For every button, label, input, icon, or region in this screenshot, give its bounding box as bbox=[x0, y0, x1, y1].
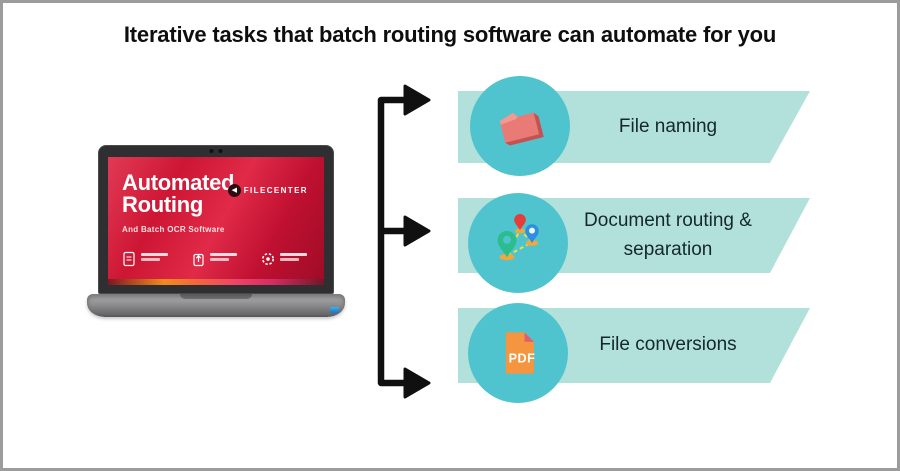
screen-feature-row bbox=[122, 251, 316, 267]
folder-icon bbox=[499, 112, 544, 146]
laptop-power-led bbox=[330, 307, 339, 313]
arrowhead-icon bbox=[403, 215, 431, 247]
arrowhead-icon bbox=[403, 367, 431, 399]
screen-heading-line1: Automated bbox=[122, 170, 235, 195]
webcam-icon bbox=[209, 149, 223, 153]
diagram-title: Iterative tasks that batch routing softw… bbox=[123, 22, 777, 47]
laptop-base bbox=[87, 294, 345, 317]
branch-arrows-connector bbox=[377, 84, 431, 399]
gear-icon bbox=[262, 253, 274, 265]
screen-heading-line2: Routing bbox=[122, 192, 203, 217]
filecenter-logo-text: FILECENTER bbox=[243, 186, 308, 195]
screen-feature bbox=[260, 251, 307, 267]
laptop: Automated Routing And Batch OCR Software… bbox=[87, 145, 345, 320]
feature-text-lines bbox=[280, 251, 307, 261]
screen-gradient-stripe bbox=[108, 279, 324, 285]
screen-feature bbox=[122, 251, 168, 267]
laptop-lid: Automated Routing And Batch OCR Software… bbox=[98, 145, 334, 294]
task-icon-circle bbox=[468, 193, 568, 293]
task-label: Document routing & separation bbox=[584, 210, 752, 260]
pdf-badge-text: PDF bbox=[509, 351, 536, 365]
feature-text-lines bbox=[210, 251, 237, 261]
file-upload-icon bbox=[193, 253, 204, 267]
task-label: File naming bbox=[618, 115, 718, 137]
feature-text-lines bbox=[141, 251, 168, 261]
pdf-file-icon: PDF bbox=[505, 332, 536, 374]
task-icon-circle bbox=[470, 76, 570, 176]
screen-feature bbox=[191, 251, 237, 267]
document-icon bbox=[123, 251, 135, 267]
arrowhead-icon bbox=[403, 84, 431, 116]
map-pins-icon bbox=[497, 213, 539, 261]
filecenter-logo: ◀ FILECENTER bbox=[227, 184, 308, 197]
laptop-hinge-notch bbox=[180, 294, 252, 299]
task-label: File conversions bbox=[599, 334, 737, 356]
task-icon-circle: PDF bbox=[468, 303, 568, 403]
screen-subheading: And Batch OCR Software bbox=[122, 225, 225, 234]
filecenter-logo-icon: ◀ bbox=[227, 184, 241, 197]
screen-heading: Automated Routing bbox=[122, 170, 235, 217]
laptop-screen: Automated Routing And Batch OCR Software… bbox=[108, 157, 324, 285]
